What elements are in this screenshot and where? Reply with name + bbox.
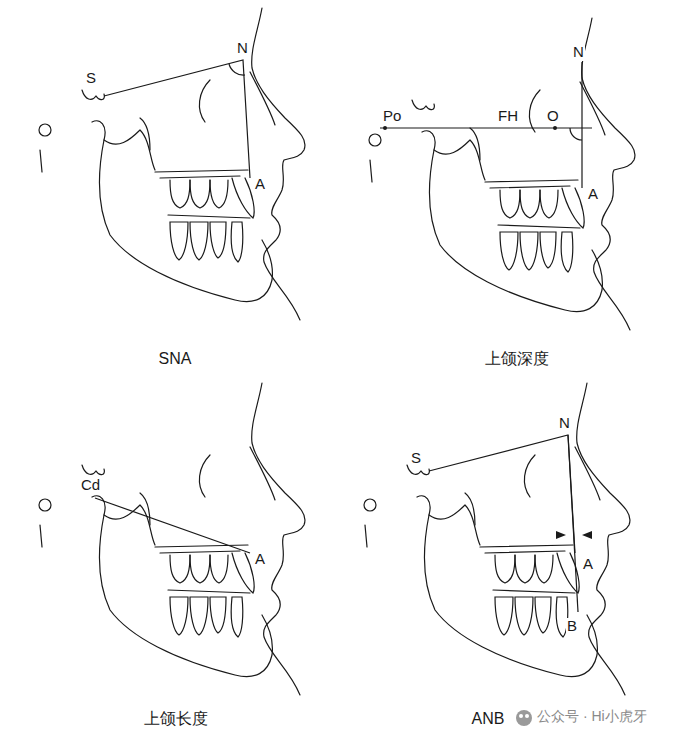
watermark-icon xyxy=(516,710,532,726)
panel-caption: 上颌长度 xyxy=(143,710,209,728)
landmark-label: N xyxy=(572,44,585,61)
landmark-label: A xyxy=(587,186,599,203)
panel-caption: ANB xyxy=(471,710,506,728)
landmark-label: Po xyxy=(382,108,402,125)
landmark-label: Cd xyxy=(80,477,101,494)
landmark-label: B xyxy=(566,618,578,635)
panel-caption: SNA xyxy=(158,350,193,368)
landmark-label: A xyxy=(254,176,266,193)
landmark-label: S xyxy=(410,450,422,467)
landmark-label: A xyxy=(254,551,266,568)
watermark: 公众号 · Hi小虎牙 xyxy=(536,709,648,724)
landmark-label: A xyxy=(582,556,594,573)
landmark-label: FH xyxy=(497,108,519,125)
panel-caption: 上颌深度 xyxy=(484,350,550,368)
landmark-label: N xyxy=(236,40,249,57)
landmark-label: S xyxy=(85,70,97,87)
landmark-label: N xyxy=(558,415,571,432)
landmark-label: O xyxy=(546,108,560,125)
